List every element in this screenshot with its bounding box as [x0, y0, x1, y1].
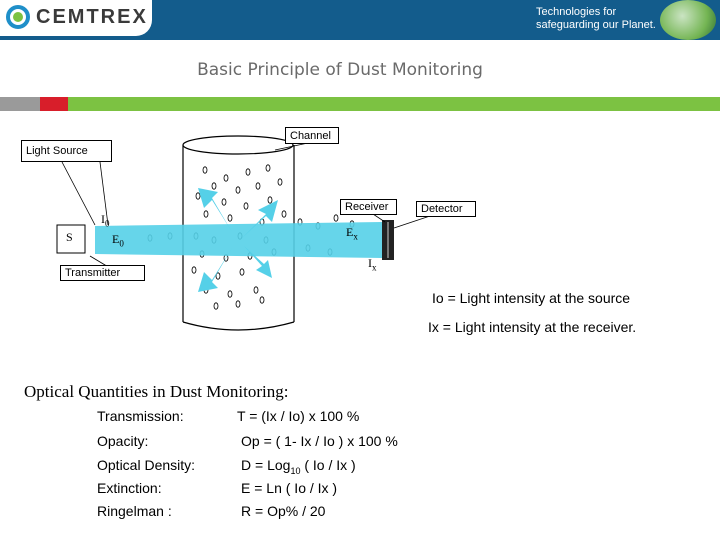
scatter-arrows [198, 188, 278, 292]
row-name-opacity: Opacity: [97, 433, 149, 449]
page-title: Basic Principle of Dust Monitoring [197, 60, 483, 80]
row-formula-optical-density: D = Log10 ( Io / Ix ) [241, 457, 356, 476]
source-symbol: S [66, 230, 73, 244]
tagline-line2: safeguarding our Planet. [536, 19, 656, 31]
row-name-transmission: Transmission: [97, 408, 184, 424]
accent-bar-red [40, 97, 68, 111]
row-name-optical-density: Optical Density: [97, 457, 196, 473]
e0-label: E0 [112, 232, 124, 249]
logo-ring-icon [6, 5, 30, 29]
light-source-box [56, 224, 86, 254]
channel-label: Channel [285, 127, 339, 144]
light-beam [95, 222, 382, 258]
row-name-ringelman: Ringelman : [97, 503, 172, 519]
i0-label: I0 [101, 212, 110, 229]
header-bar: CEMTREX Technologies for safeguarding ou… [0, 0, 720, 40]
accent-bar-green [68, 97, 720, 111]
transmitter-label: Transmitter [60, 265, 145, 281]
ix-label: Ix [368, 256, 377, 273]
row-formula-ringelman: R = Op% / 20 [241, 503, 326, 519]
io-definition: Io = Light intensity at the source [432, 290, 631, 306]
row-formula-opacity: Op = ( 1- Ix / Io ) x 100 % [241, 433, 398, 449]
ix-definition: Ix = Light intensity at the receiver. [428, 319, 637, 335]
globe-icon [660, 0, 716, 40]
light-source-label: Light Source [21, 140, 112, 162]
accent-bar-gray [0, 97, 40, 111]
detector-label: Detector [416, 201, 476, 217]
receiver-label: Receiver [340, 199, 397, 215]
tagline: Technologies for safeguarding our Planet… [536, 6, 666, 32]
row-formula-transmission: T = (Ix / Io) x 100 % [237, 408, 360, 424]
tagline-line1: Technologies for [536, 6, 617, 18]
logo: CEMTREX [0, 0, 152, 36]
row-name-extinction: Extinction: [97, 480, 162, 496]
row-formula-extinction: E = Ln ( Io / Ix ) [241, 480, 338, 496]
optical-quantities-title: Optical Quantities in Dust Monitoring: [24, 382, 289, 401]
logo-text: CEMTREX [36, 6, 148, 28]
ex-label: Ex [346, 225, 358, 242]
